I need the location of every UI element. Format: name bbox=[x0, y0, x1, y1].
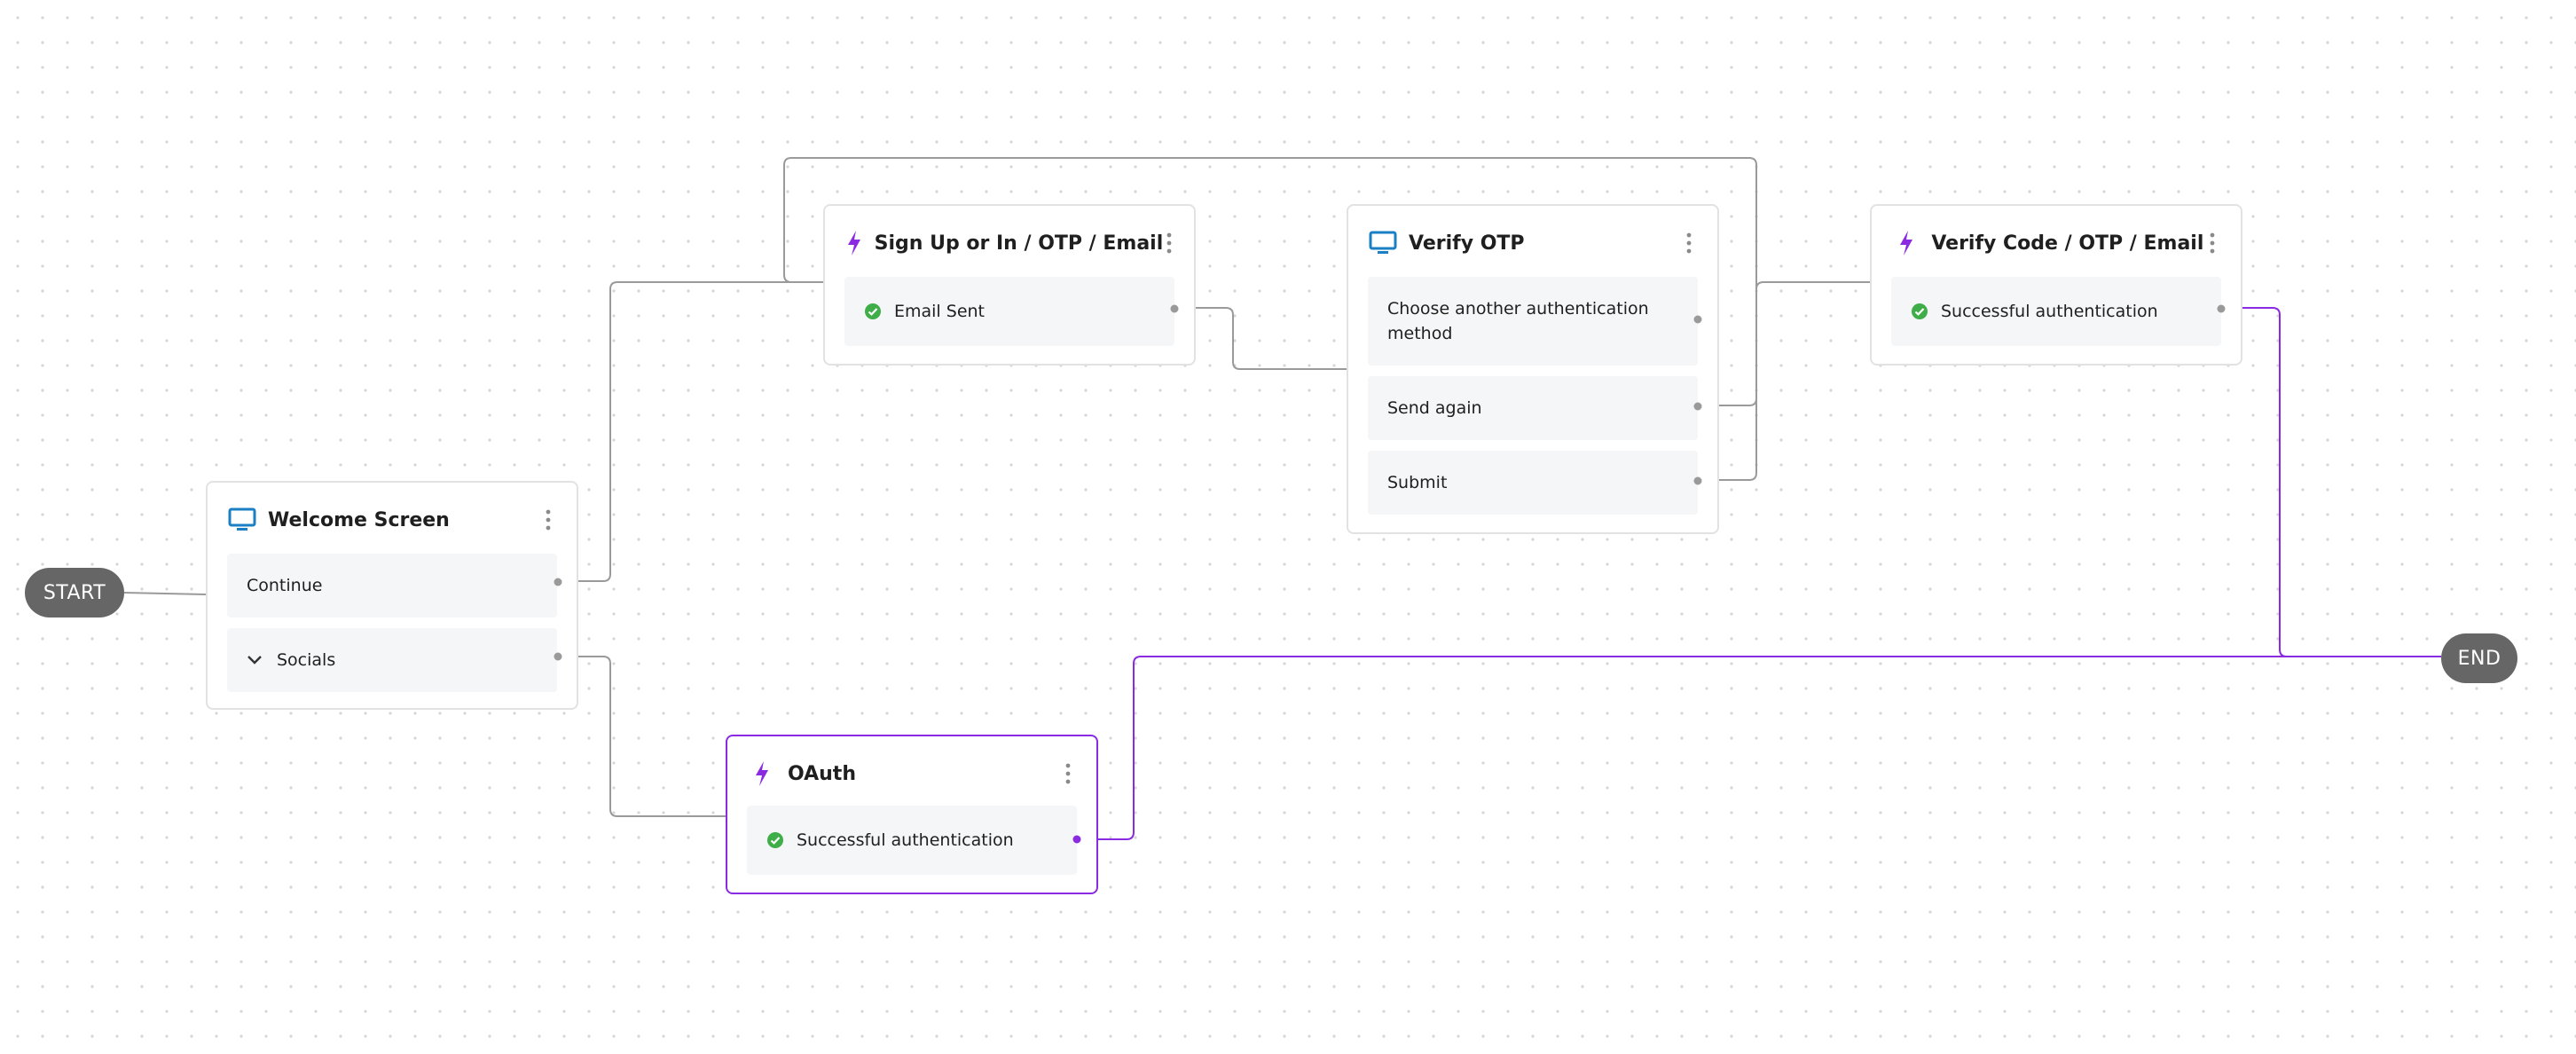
edge-verifycode-end bbox=[2221, 307, 2441, 657]
output-label: Email Sent bbox=[894, 302, 985, 321]
node-title: Verify OTP bbox=[1409, 232, 1525, 255]
end-terminal[interactable]: END bbox=[2441, 633, 2517, 683]
screen-icon bbox=[227, 505, 257, 535]
output-label: Successful authentication bbox=[1941, 302, 2158, 321]
output-label: Submit bbox=[1387, 473, 1448, 492]
output-submit[interactable]: Submit bbox=[1368, 451, 1698, 515]
node-header: OAuth bbox=[747, 756, 1077, 791]
node-title: Verify Code / OTP / Email bbox=[1931, 232, 2204, 255]
bolt-icon bbox=[844, 228, 864, 258]
output-label: Successful authentication bbox=[797, 830, 1014, 850]
output-email-sent[interactable]: Email Sent bbox=[844, 277, 1174, 346]
end-label: END bbox=[2457, 647, 2501, 670]
more-vertical-icon[interactable] bbox=[539, 505, 557, 535]
output-choose-another-method[interactable]: Choose another authentication method bbox=[1368, 277, 1698, 366]
node-signup-otp-email[interactable]: Sign Up or In / OTP / Email Email Sent bbox=[823, 204, 1196, 366]
node-header: Verify OTP bbox=[1368, 225, 1698, 261]
node-title: Sign Up or In / OTP / Email bbox=[874, 232, 1164, 255]
node-title: OAuth bbox=[788, 762, 856, 785]
edge-emailsent-verifyotp bbox=[1174, 307, 1347, 370]
output-successful-authentication[interactable]: Successful authentication bbox=[747, 806, 1077, 875]
node-header: Verify Code / OTP / Email bbox=[1891, 225, 2221, 261]
output-label: Send again bbox=[1387, 398, 1482, 418]
edge-sendagain-signup bbox=[783, 157, 1757, 406]
output-socials[interactable]: Socials bbox=[227, 628, 557, 692]
node-oauth[interactable]: OAuth Successful authentication bbox=[726, 735, 1098, 894]
port-verify-code-success[interactable] bbox=[2217, 304, 2226, 313]
edge-start-welcome bbox=[123, 592, 207, 595]
output-send-again[interactable]: Send again bbox=[1368, 376, 1698, 440]
edge-continue-signup bbox=[559, 281, 825, 582]
output-successful-authentication[interactable]: Successful authentication bbox=[1891, 277, 2221, 346]
node-verify-code[interactable]: Verify Code / OTP / Email Successful aut… bbox=[1870, 204, 2242, 366]
port-choose-another-method[interactable] bbox=[1693, 315, 1702, 324]
node-welcome-screen[interactable]: Welcome Screen Continue Socials bbox=[206, 481, 578, 710]
edge-socials-oauth bbox=[559, 656, 727, 817]
check-circle-icon bbox=[1911, 303, 1928, 320]
more-vertical-icon[interactable] bbox=[2203, 228, 2221, 258]
chevron-down-icon[interactable] bbox=[247, 655, 263, 665]
node-header: Welcome Screen bbox=[227, 502, 557, 538]
edge-submit-verifycode bbox=[1698, 281, 1870, 481]
start-terminal[interactable]: START bbox=[25, 568, 124, 617]
screen-icon bbox=[1368, 228, 1398, 258]
node-title: Welcome Screen bbox=[268, 508, 450, 531]
node-verify-otp[interactable]: Verify OTP Choose another authentication… bbox=[1347, 204, 1719, 534]
port-submit[interactable] bbox=[1693, 476, 1702, 485]
port-socials[interactable] bbox=[554, 652, 562, 661]
output-label: Choose another authentication method bbox=[1387, 299, 1649, 343]
port-continue[interactable] bbox=[554, 578, 562, 586]
edge-oauth-end bbox=[1077, 656, 2441, 840]
more-vertical-icon[interactable] bbox=[1163, 228, 1174, 258]
more-vertical-icon[interactable] bbox=[1680, 228, 1698, 258]
output-continue[interactable]: Continue bbox=[227, 554, 557, 617]
port-send-again[interactable] bbox=[1693, 402, 1702, 411]
node-header: Sign Up or In / OTP / Email bbox=[844, 225, 1174, 261]
output-label: Continue bbox=[247, 576, 323, 595]
bolt-icon bbox=[747, 759, 777, 789]
port-oauth-success[interactable] bbox=[1072, 835, 1081, 844]
output-label: Socials bbox=[277, 650, 336, 670]
bolt-icon bbox=[1891, 228, 1920, 258]
start-label: START bbox=[43, 581, 106, 604]
more-vertical-icon[interactable] bbox=[1059, 759, 1077, 789]
check-circle-icon bbox=[864, 303, 882, 320]
check-circle-icon bbox=[766, 831, 784, 849]
port-email-sent[interactable] bbox=[1170, 304, 1179, 313]
